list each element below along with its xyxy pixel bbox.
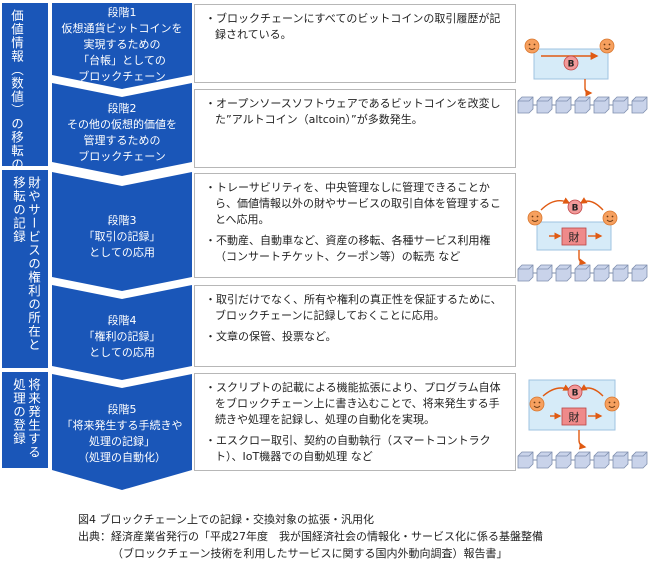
svg-text:B: B [568, 60, 575, 70]
category-bar-future-processing: 将来発生する処理の登録 [2, 372, 48, 468]
stage-5-label: 段階5「将来発生する手続きや処理の記録」（処理の自動化） [61, 403, 183, 464]
category-bar-rights-transfer: 財やサービスの権利の所在と移転の記録 [2, 170, 48, 368]
blockchain-icon [518, 97, 647, 113]
svg-text:B: B [572, 204, 579, 214]
blockchain-icon [518, 452, 647, 468]
category-label: 価値情報（数値）の移転の記録 [9, 9, 24, 198]
automated-processing-icon: B 財 [528, 379, 620, 450]
figure-caption-source: 出典：経済産業省発行の「平成27年度 我が国経済社会の情報化・サービス化に係る基… [78, 530, 543, 543]
stage-1-description: ・ブロックチェーンにすべてのビットコインの取引履歴が記録されている。 [194, 4, 516, 83]
stage-4-shape [52, 285, 192, 380]
stage-1-shape [52, 3, 192, 89]
bullet: ・スクリプトの記載による機能拡張により、プログラム自体をブロックチェーン上に書き… [205, 381, 501, 426]
stage-5-description: ・スクリプトの記載による機能拡張により、プログラム自体をブロックチェーン上に書き… [194, 373, 516, 471]
svg-text:財: 財 [569, 410, 580, 424]
bullet: ・取引だけでなく、所有や権利の真正性を保証するために、ブロックチェーンに記録して… [205, 293, 502, 322]
stage-3-label: 段階3「取引の記録」としての応用 [83, 214, 161, 259]
category-label: 将来発生する処理の登録 [11, 378, 41, 459]
stage-2-shape [52, 83, 192, 176]
asset-transfer-icon: B 財 [527, 197, 618, 266]
stage-2-description: ・オープンソースソフトウェアであるビットコインを改変した”アルトコイン（altc… [194, 89, 516, 168]
bitcoin-transfer-icon: B [524, 38, 615, 97]
stage-5-shape [52, 374, 192, 490]
svg-text:財: 財 [569, 230, 580, 244]
stage-4-label: 段階4「権利の記録」としての応用 [83, 314, 161, 359]
category-bar-value-transfer: 価値情報（数値）の移転の記録 [2, 3, 48, 198]
figure-caption-source-cont: （ブロックチェーン技術を利用したサービスに関する国内外動向調査）報告書」 [112, 547, 508, 560]
svg-text:B: B [572, 389, 579, 399]
blockchain-icon [518, 265, 647, 281]
illustrations: B B 財 B 財 [515, 38, 650, 570]
stage-3-shape [52, 172, 192, 291]
bullet: ・ブロックチェーンにすべてのビットコインの取引履歴が記録されている。 [205, 12, 501, 41]
bullet: ・文章の保管、投票など。 [205, 330, 337, 343]
bullet: ・不動産、自動車など、資産の移転、各種サービス利用権（コンサートチケット、クーポ… [205, 234, 491, 263]
stage-4-description: ・取引だけでなく、所有や権利の真正性を保証するために、ブロックチェーンに記録して… [194, 285, 516, 367]
figure-caption-title: 図4 ブロックチェーン上での記録・交換対象の拡張・汎用化 [78, 513, 374, 526]
stage-3-description: ・トレーサビリティを、中央管理なしに管理できることから、価値情報以外の財やサービ… [194, 173, 516, 278]
bullet: ・エスクロー取引、契約の自動執行（スマートコントラクト）、IoT機器での自動処理… [205, 434, 491, 463]
bullet: ・オープンソースソフトウェアであるビットコインを改変した”アルトコイン（altc… [205, 97, 501, 126]
category-label: 財やサービスの権利の所在と移転の記録 [11, 176, 41, 352]
bullet: ・トレーサビリティを、中央管理なしに管理できることから、価値情報以外の財やサービ… [205, 181, 501, 226]
